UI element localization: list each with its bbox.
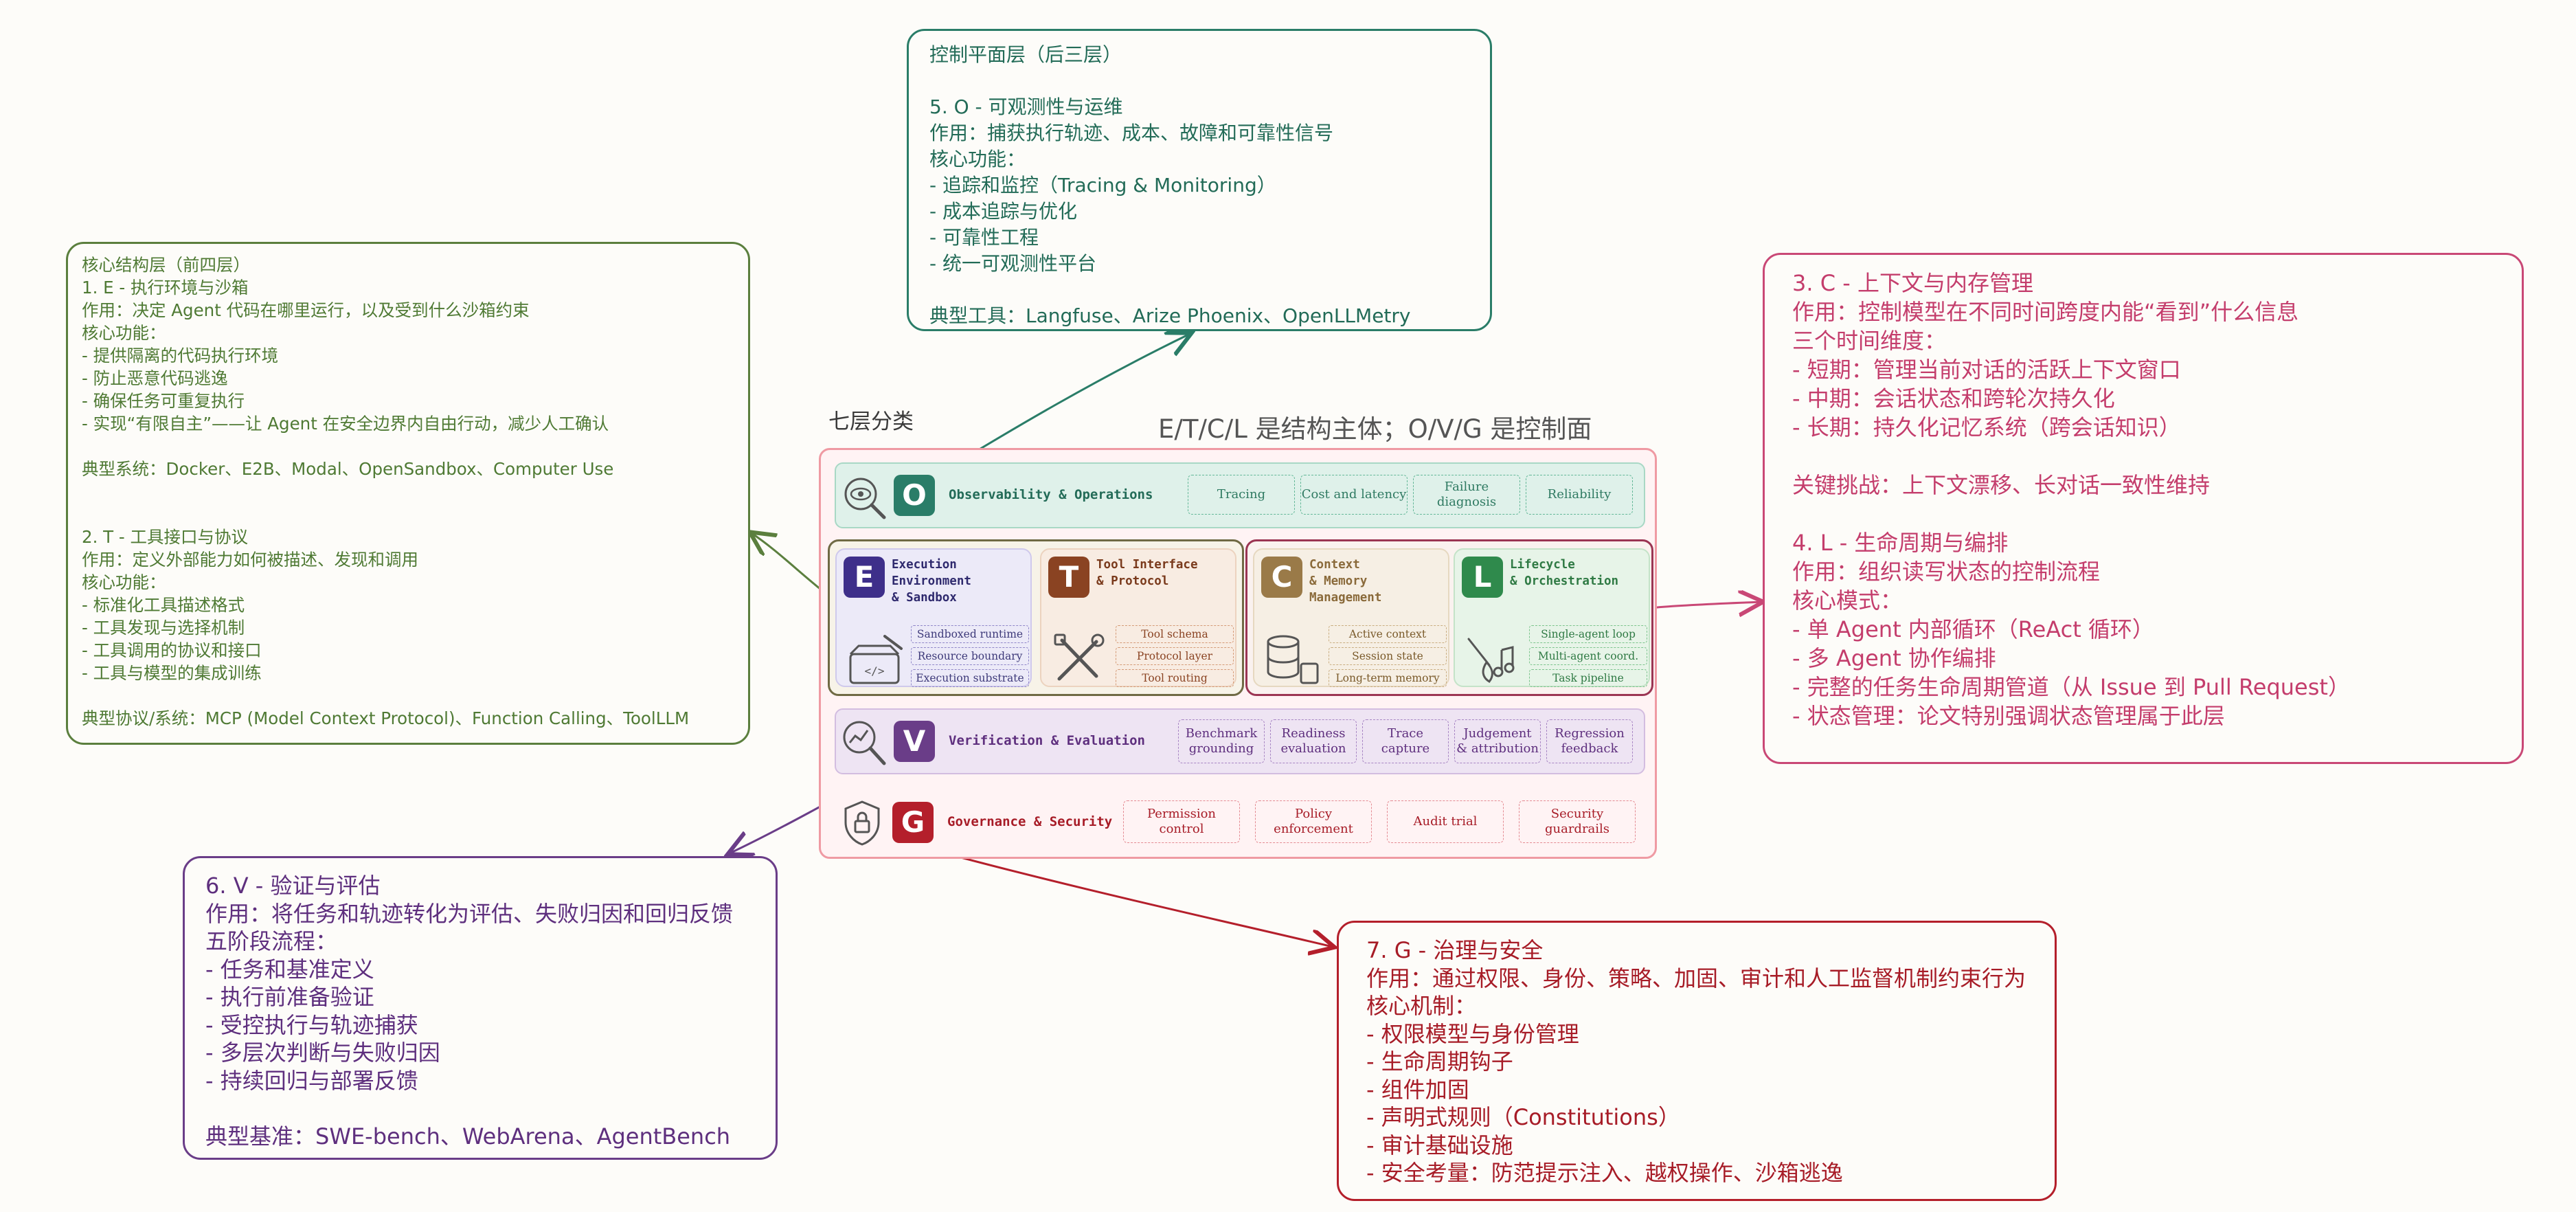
structural-group-et: E Execution Environment & Sandbox </> Sa…	[828, 539, 1244, 696]
structural-group-cl: C Context & Memory Management Active con…	[1245, 539, 1653, 696]
lifecycle-name: Lifecycle & Orchestration	[1510, 558, 1619, 588]
lifecycle-tag: Multi-agent coord.	[1529, 647, 1647, 665]
governance-tag: Security guardrails	[1519, 800, 1636, 843]
execution-tag: Execution substrate	[911, 669, 1029, 687]
governance-tag: Policy enforcement	[1255, 800, 1372, 843]
verification-tag: Benchmark grounding	[1178, 719, 1265, 763]
lifecycle-card: L Lifecycle & Orchestration Single-agent…	[1454, 548, 1650, 687]
eye-magnifier-icon	[844, 478, 886, 519]
governance-badge: G	[892, 802, 934, 843]
context-name: Context & Memory Management	[1309, 558, 1382, 605]
observability-tag: Reliability	[1526, 475, 1633, 515]
diagram-title: 七层分类	[828, 409, 914, 434]
observability-badge: O	[894, 475, 935, 516]
svg-text:</>: </>	[865, 664, 885, 677]
toolbox-code-icon: </>	[849, 635, 903, 684]
observability-row: O Observability & Operations Tracing Cos…	[835, 462, 1645, 528]
core-layers-note-text: 核心结构层（前四层） 1. E - 执行环境与沙箱 作用：决定 Agent 代码…	[82, 255, 690, 728]
tool-name: Tool Interface & Protocol	[1096, 558, 1198, 588]
context-tag: Long-term memory	[1329, 669, 1447, 687]
verification-badge: V	[894, 721, 935, 762]
tool-badge: T	[1048, 557, 1089, 598]
chart-magnifier-icon	[843, 721, 886, 765]
tool-tag: Tool schema	[1116, 625, 1234, 643]
context-card: C Context & Memory Management Active con…	[1253, 548, 1449, 687]
governance-tag: Audit trial	[1387, 800, 1504, 843]
observability-tag: Failure diagnosis	[1413, 475, 1520, 515]
verification-tag: Readiness evaluation	[1270, 719, 1357, 763]
verification-row: V Verification & Evaluation Benchmark gr…	[835, 708, 1645, 774]
governance-note-text: 7. G - 治理与安全 作用：通过权限、身份、策略、加固、审计和人工监督机制约…	[1366, 937, 2026, 1186]
execution-badge: E	[844, 557, 885, 598]
tool-tag: Protocol layer	[1116, 647, 1234, 665]
shield-lock-icon	[844, 800, 880, 846]
seven-layer-panel: O Observability & Operations Tracing Cos…	[819, 448, 1657, 859]
governance-row: G Governance & Security Permission contr…	[835, 794, 1645, 851]
control-plane-note-text: 控制平面层（后三层） 5. O - 可观测性与运维 作用：捕获执行轨迹、成本、故…	[929, 43, 1411, 327]
conductor-baton-icon	[1467, 638, 1515, 683]
verification-tag: Regression feedback	[1546, 719, 1633, 763]
diagram-subtitle: E/T/C/L 是结构主体；O/V/G 是控制面	[1158, 414, 1592, 444]
control-plane-note: 控制平面层（后三层） 5. O - 可观测性与运维 作用：捕获执行轨迹、成本、故…	[907, 29, 1492, 331]
context-lifecycle-note: 3. C - 上下文与内存管理 作用：控制模型在不同时间跨度内能“看到”什么信息…	[1763, 253, 2524, 764]
governance-note: 7. G - 治理与安全 作用：通过权限、身份、策略、加固、审计和人工监督机制约…	[1337, 921, 2057, 1201]
wrench-screwdriver-icon	[1054, 633, 1105, 681]
verification-note: 6. V - 验证与评估 作用：将任务和轨迹转化为评估、失败归因和回归反馈 五阶…	[183, 856, 778, 1160]
lifecycle-tag: Task pipeline	[1529, 669, 1647, 687]
execution-name: Execution Environment & Sandbox	[892, 558, 971, 605]
context-tag: Session state	[1329, 647, 1447, 665]
lifecycle-badge: L	[1462, 557, 1503, 598]
arrow-to-context-note	[1656, 602, 1761, 607]
database-icon	[1267, 635, 1319, 684]
lifecycle-tag: Single-agent loop	[1529, 625, 1647, 643]
tool-tag: Tool routing	[1116, 669, 1234, 687]
arrow-to-core-note	[752, 533, 825, 594]
execution-tag: Resource boundary	[911, 647, 1029, 665]
governance-name: Governance & Security	[947, 814, 1113, 829]
core-layers-note: 核心结构层（前四层） 1. E - 执行环境与沙箱 作用：决定 Agent 代码…	[66, 242, 750, 745]
arrow-to-governance-note	[914, 844, 1333, 947]
execution-tag: Sandboxed runtime	[911, 625, 1029, 643]
observability-tag: Tracing	[1188, 475, 1295, 515]
context-badge: C	[1261, 557, 1302, 598]
verification-note-text: 6. V - 验证与评估 作用：将任务和轨迹转化为评估、失败归因和回归反馈 五阶…	[205, 873, 734, 1149]
observability-tag: Cost and latency	[1300, 475, 1408, 515]
verification-name: Verification & Evaluation	[949, 733, 1145, 748]
observability-name: Observability & Operations	[949, 487, 1153, 502]
verification-tag: Judgement & attribution	[1454, 719, 1541, 763]
context-lifecycle-note-text: 3. C - 上下文与内存管理 作用：控制模型在不同时间跨度内能“看到”什么信息…	[1792, 270, 2350, 729]
tool-card: T Tool Interface & Protocol Tool schema …	[1040, 548, 1236, 687]
governance-tag: Permission control	[1123, 800, 1240, 843]
execution-card: E Execution Environment & Sandbox </> Sa…	[835, 548, 1032, 687]
verification-tag: Trace capture	[1362, 719, 1449, 763]
context-tag: Active context	[1329, 625, 1447, 643]
